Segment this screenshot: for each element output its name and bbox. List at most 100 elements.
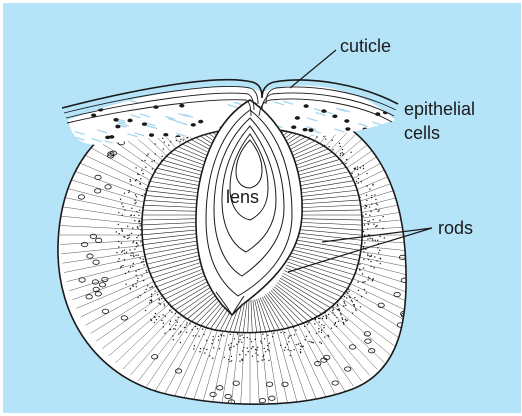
pigment-dot <box>175 320 176 321</box>
pigment-dot <box>145 289 146 290</box>
pigment-dot <box>333 309 334 310</box>
pigment-dot <box>264 338 265 339</box>
pigment-dot <box>371 204 372 205</box>
pigment-dot <box>164 142 165 143</box>
pigment-dot <box>304 326 305 327</box>
pigment-dot <box>272 336 273 337</box>
pigment-dot <box>358 174 359 175</box>
pigment-dot <box>252 346 253 347</box>
cell-nucleus <box>400 191 406 195</box>
epithelial-nucleus <box>345 127 350 131</box>
pigment-dot <box>140 295 141 296</box>
pigment-dot <box>128 192 129 193</box>
pigment-dot <box>169 323 170 324</box>
pigment-dot <box>372 239 373 240</box>
pigment-dot <box>343 323 344 324</box>
pigment-dot <box>332 310 333 311</box>
pigment-dot <box>354 168 355 169</box>
pigment-dot <box>255 349 256 350</box>
pigment-dot <box>304 339 305 340</box>
pigment-dot <box>342 319 343 320</box>
pigment-dot <box>163 323 164 324</box>
pigment-dot <box>350 152 351 153</box>
pigment-dot <box>173 328 174 329</box>
pigment-dot <box>379 258 380 259</box>
epithelial-nucleus <box>198 120 203 124</box>
pigment-dot <box>136 243 137 244</box>
epithelial-nucleus <box>163 133 168 137</box>
pigment-dot <box>137 244 138 245</box>
pigment-dot <box>336 326 337 327</box>
pigment-dot <box>340 153 341 154</box>
pigment-dot <box>343 322 344 323</box>
pigment-dot <box>285 347 286 348</box>
pigment-dot <box>132 242 133 243</box>
pigment-dot <box>146 155 147 156</box>
pigment-dot <box>239 360 240 361</box>
pigment-dot <box>122 230 123 231</box>
pigment-dot <box>133 256 134 257</box>
pigment-dot <box>187 137 188 138</box>
pigment-dot <box>198 335 199 336</box>
pigment-dot <box>377 240 378 241</box>
pigment-dot <box>178 333 179 334</box>
pigment-dot <box>143 258 144 259</box>
pigment-dot <box>122 206 123 207</box>
pigment-dot <box>352 301 353 302</box>
pigment-dot <box>379 220 380 221</box>
pigment-dot <box>237 333 238 334</box>
pigment-dot <box>118 258 119 259</box>
pigment-dot <box>326 318 327 319</box>
cell-nucleus <box>372 142 378 146</box>
pigment-dot <box>376 260 377 261</box>
pigment-dot <box>370 211 371 212</box>
pigment-dot <box>212 358 213 359</box>
pigment-dot <box>223 335 224 336</box>
pigment-dot <box>294 334 295 335</box>
pigment-dot <box>186 324 187 325</box>
pigment-dot <box>159 299 160 300</box>
pigment-dot <box>321 324 322 325</box>
pigment-dot <box>136 237 137 238</box>
pigment-dot <box>356 300 357 301</box>
pigment-dot <box>122 214 123 215</box>
pigment-dot <box>135 167 136 168</box>
pigment-dot <box>130 179 131 180</box>
pigment-dot <box>229 349 230 350</box>
label-rods: rods <box>438 218 473 238</box>
pigment-dot <box>228 359 229 360</box>
pigment-dot <box>122 265 123 266</box>
pigment-dot <box>136 286 137 287</box>
pigment-dot <box>137 227 138 228</box>
pigment-dot <box>247 337 248 338</box>
pigment-dot <box>340 146 341 147</box>
pigment-dot <box>261 342 262 343</box>
pigment-dot <box>202 328 203 329</box>
pigment-dot <box>141 160 142 161</box>
pigment-dot <box>328 146 329 147</box>
pigment-dot <box>139 258 140 259</box>
pigment-dot <box>349 295 350 296</box>
pigment-dot <box>280 345 281 346</box>
pigment-dot <box>136 246 137 247</box>
pigment-dot <box>192 329 193 330</box>
pigment-dot <box>284 332 285 333</box>
pigment-dot <box>300 349 301 350</box>
pigment-dot <box>369 206 370 207</box>
pigment-dot <box>164 305 165 306</box>
pigment-dot <box>335 322 336 323</box>
pigment-dot <box>325 315 326 316</box>
pigment-dot <box>251 348 252 349</box>
pigment-dot <box>136 211 137 212</box>
pigment-dot <box>139 210 140 211</box>
pigment-dot <box>203 348 204 349</box>
pigment-dot <box>323 327 324 328</box>
pigment-dot <box>323 325 324 326</box>
pigment-dot <box>307 324 308 325</box>
pigment-dot <box>382 228 383 229</box>
pigment-dot <box>151 294 152 295</box>
pigment-dot <box>241 334 242 335</box>
pigment-dot <box>376 225 377 226</box>
pigment-dot <box>150 319 151 320</box>
pigment-dot <box>364 220 365 221</box>
